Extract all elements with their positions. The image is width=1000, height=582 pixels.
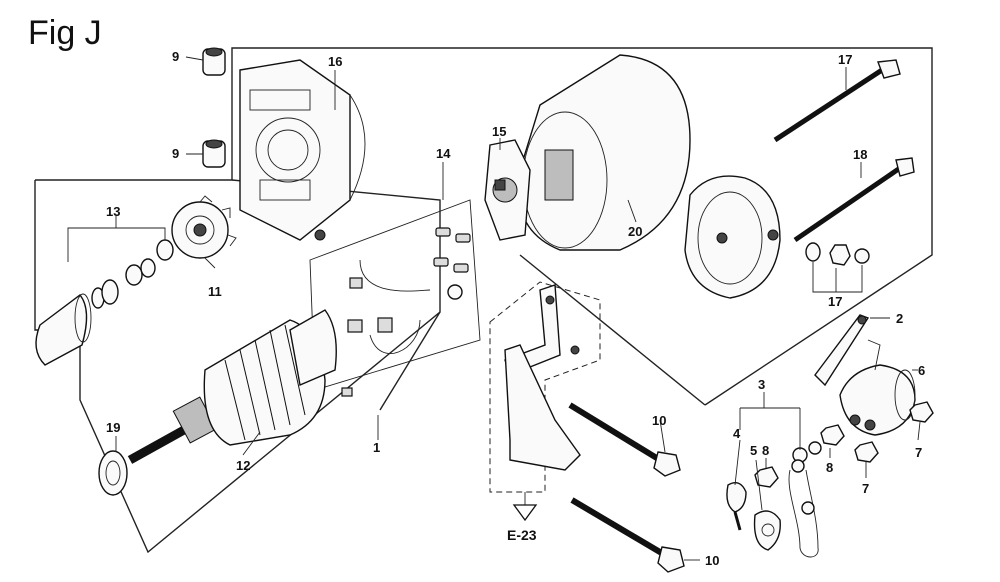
- through-bolt-lower-part: [793, 157, 915, 243]
- bushing-upper-part: [202, 47, 226, 76]
- nut-lower-part: [854, 441, 879, 463]
- callout-14: 14: [436, 146, 451, 161]
- callout-16: 16: [328, 54, 342, 69]
- callout-4: 4: [733, 426, 741, 441]
- front-housing-part: [239, 59, 366, 241]
- solenoid-switch-part: [839, 339, 916, 436]
- callout-1: 1: [373, 440, 380, 455]
- callout-5: 5: [750, 443, 757, 458]
- callout-18-lower: 18: [853, 147, 867, 162]
- callout-10-upper: 10: [652, 413, 666, 428]
- through-bolt-upper-part: [773, 59, 901, 143]
- cable-assembly-part: [788, 459, 819, 558]
- callout-8-left: 8: [762, 443, 769, 458]
- callout-20: 20: [628, 224, 642, 239]
- callout-7-right: 7: [915, 445, 922, 460]
- figure-title: Fig J: [28, 14, 102, 52]
- callout-10-lower: 10: [705, 553, 719, 568]
- callout-2: 2: [896, 311, 903, 326]
- pinion-stop-set-part: [91, 239, 174, 309]
- mounting-bracket-part: [504, 284, 581, 471]
- rear-cover-part: [684, 175, 781, 299]
- callout-labels: 9 9 16 13 11 14 15 20 17 18 17 2 6 3 4 5…: [106, 49, 925, 568]
- callout-9-upper: 9: [172, 49, 179, 64]
- reference-e23: E-23: [507, 527, 537, 543]
- bracket-subassembly-outline: [489, 281, 601, 493]
- callout-12: 12: [236, 458, 250, 473]
- bushing-lower-part: [202, 139, 226, 168]
- pinion-gear-part: [171, 195, 237, 259]
- terminal-ring-part: [753, 510, 781, 551]
- thrust-washer-part: [98, 450, 128, 496]
- yoke-housing-part: [517, 54, 691, 251]
- callout-11: 11: [208, 284, 222, 299]
- washer-nut-right-part: [792, 424, 845, 463]
- callout-8-right: 8: [826, 460, 833, 475]
- callout-9-lower: 9: [172, 146, 179, 161]
- nut-washer-set-part: [805, 242, 870, 266]
- callout-3: 3: [758, 377, 765, 392]
- callout-6: 6: [918, 363, 925, 378]
- washer-nut-left-part: [754, 466, 779, 488]
- brush-holder-part: [484, 139, 531, 241]
- armature-part: [127, 309, 337, 464]
- mounting-bolt-lower-part: [570, 497, 685, 573]
- solenoid-stay-part: [814, 314, 870, 387]
- terminal-lug-part: [726, 482, 747, 531]
- nut-right-part: [909, 401, 934, 423]
- callout-17: 17: [828, 294, 842, 309]
- mounting-bolt-upper-part: [568, 402, 681, 477]
- leader-lines: [67, 56, 921, 561]
- callout-7-lower: 7: [862, 481, 869, 496]
- callout-15: 15: [492, 124, 506, 139]
- callout-19: 19: [106, 420, 120, 435]
- reference-arrow: [512, 492, 538, 522]
- callout-18-upper: 17: [838, 52, 852, 67]
- sleeve-collar-part: [35, 293, 92, 366]
- callout-13: 13: [106, 204, 120, 219]
